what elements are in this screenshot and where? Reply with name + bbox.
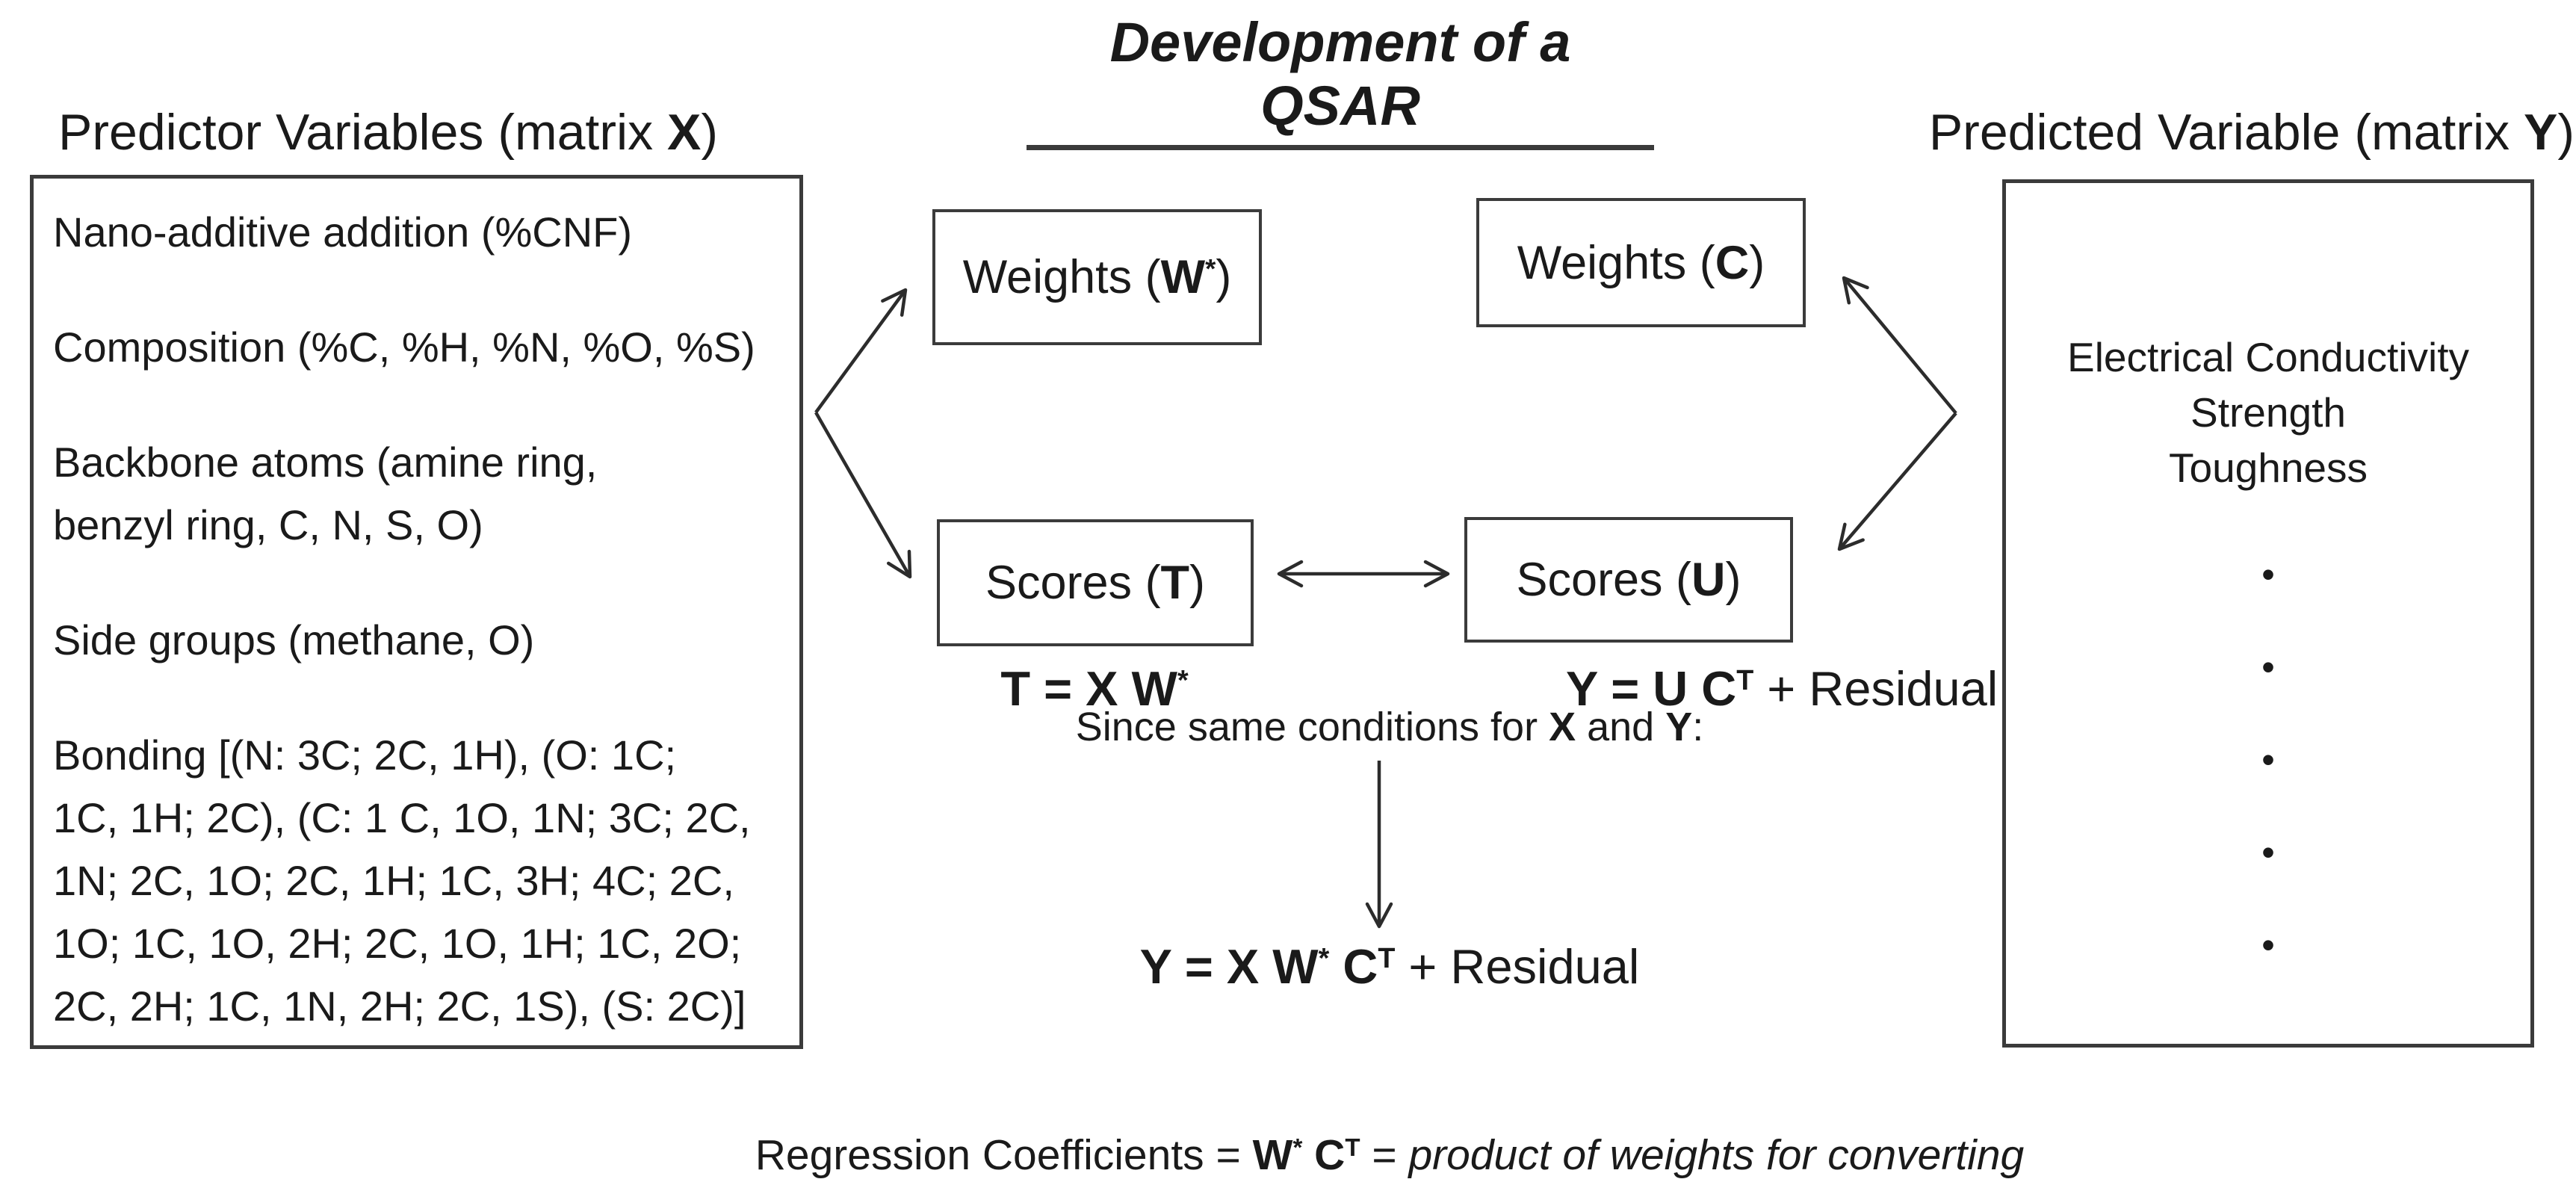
caption-equals: = [1360, 1131, 1409, 1179]
caption-w: W [1252, 1131, 1293, 1179]
predictor-heading-pre: Predictor Variables (matrix [58, 104, 667, 161]
arrow-x-to-scores-t [814, 411, 912, 579]
equation-u-main: Y = U C [1566, 661, 1737, 716]
scores-u-pre: Scores ( [1516, 554, 1692, 606]
predictor-variables-heading: Predictor Variables (matrix X) [58, 103, 718, 161]
since-post: : [1692, 705, 1704, 749]
predictor-item-bonding: Bonding [(N: 3C; 2C, 1H), (O: 1C; 1C, 1H… [53, 731, 751, 1030]
predictor-heading-post: ) [701, 104, 718, 161]
predicted-property-toughness: Toughness [2168, 445, 2368, 491]
ellipsis-dot: • [2261, 554, 2275, 595]
diagram-title: Development of a QSAR [1027, 10, 1654, 150]
predicted-heading-post: ) [2557, 104, 2575, 161]
scores-t-post: ) [1189, 557, 1206, 609]
predicted-property-strength: Strength [2190, 389, 2346, 436]
equation-u-transpose: T [1736, 664, 1754, 696]
equation-t-sup: * [1177, 664, 1189, 696]
since-x: X [1549, 705, 1576, 749]
equation-final-transpose: T [1378, 942, 1396, 974]
ellipsis-dot: • [2261, 924, 2275, 966]
weights-w-asterisk: * [1205, 253, 1216, 284]
diagram-title-text: Development of a QSAR [1027, 10, 1654, 150]
scores-u-label: Scores (U) [1516, 553, 1741, 607]
equation-t-main: T = X W [1000, 661, 1177, 716]
weights-w-label: Weights (W*) [963, 250, 1232, 304]
ellipsis-dots: • • • • • [2006, 528, 2530, 991]
scores-u-box: Scores (U) [1464, 517, 1793, 643]
predicted-heading-matrix-y: Y [2523, 104, 2558, 161]
ellipsis-dot: • [2261, 739, 2275, 781]
scores-u-post: ) [1725, 554, 1741, 606]
predictor-item-composition: Composition (%C, %H, %N, %O, %S) [53, 324, 755, 371]
equation-final-p2: C [1329, 939, 1378, 994]
arrow-y-to-scores-u [1837, 412, 1957, 551]
equation-final-p1: Y = X W [1139, 939, 1319, 994]
weights-w-box: Weights (W*) [932, 209, 1262, 345]
scores-u-symbol: U [1691, 554, 1726, 606]
ellipsis-dot: • [2261, 832, 2275, 873]
weights-c-symbol: C [1715, 236, 1750, 289]
predictor-item-backbone-atoms: Backbone atoms (amine ring, benzyl ring,… [53, 439, 598, 548]
predicted-property-electrical-conductivity: Electrical Conductivity [2067, 334, 2469, 380]
caption-w-asterisk: * [1292, 1133, 1303, 1162]
arrow-y-to-weights-c [1842, 276, 1957, 415]
predicted-variable-heading: Predicted Variable (matrix Y) [1898, 103, 2575, 161]
regression-coefficients-caption: Regression Coefficients = W* CT = produc… [538, 1049, 2241, 1185]
weights-c-pre: Weights ( [1517, 236, 1715, 289]
predictor-variables-box: Nano-additive addition (%CNF) Compositio… [30, 175, 803, 1049]
equation-u-residual: + Residual [1753, 661, 1998, 716]
predictor-item-side-groups: Side groups (methane, O) [53, 616, 535, 663]
weights-c-label: Weights (C) [1517, 236, 1765, 290]
caption-italic-description: product of weights for converting predic… [1408, 1131, 2025, 1179]
weights-c-box: Weights (C) [1476, 198, 1806, 327]
predictor-heading-matrix-x: X [666, 104, 702, 161]
weights-w-symbol: W [1160, 251, 1206, 303]
predicted-heading-pre: Predicted Variable (matrix [1928, 104, 2524, 161]
since-mid: and [1576, 705, 1666, 749]
equation-y-uc: Y = U CT + Residual [1566, 660, 1998, 717]
scores-t-label: Scores (T) [985, 556, 1205, 610]
caption-c-transpose: T [1345, 1133, 1360, 1162]
since-pre: Since same conditions for [1075, 705, 1549, 749]
equation-final-asterisk: * [1318, 942, 1330, 974]
caption-c: C [1302, 1131, 1346, 1179]
predicted-variable-box: Electrical Conductivity Strength Toughne… [2002, 179, 2534, 1048]
weights-w-pre: Weights ( [962, 251, 1161, 303]
arrow-x-to-weights-w [814, 288, 908, 414]
scores-t-pre: Scores ( [985, 557, 1161, 609]
caption-pre: Regression Coefficients = [755, 1131, 1253, 1179]
scores-t-box: Scores (T) [937, 519, 1254, 646]
equation-final-residual: + Residual [1395, 939, 1640, 994]
since-same-conditions-note: Since same conditions for X and Y: [1046, 704, 1733, 750]
equation-final-y-xwc: Y = X W* CT + Residual [1046, 938, 1733, 994]
weights-c-post: ) [1749, 236, 1765, 289]
equation-t-xw: T = X W* [926, 660, 1263, 717]
scores-t-symbol: T [1160, 557, 1190, 609]
ellipsis-dot: • [2261, 646, 2275, 688]
predictor-item-nano-additive: Nano-additive addition (%CNF) [53, 208, 633, 256]
since-y: Y [1665, 705, 1693, 749]
weights-w-post: ) [1216, 251, 1232, 303]
